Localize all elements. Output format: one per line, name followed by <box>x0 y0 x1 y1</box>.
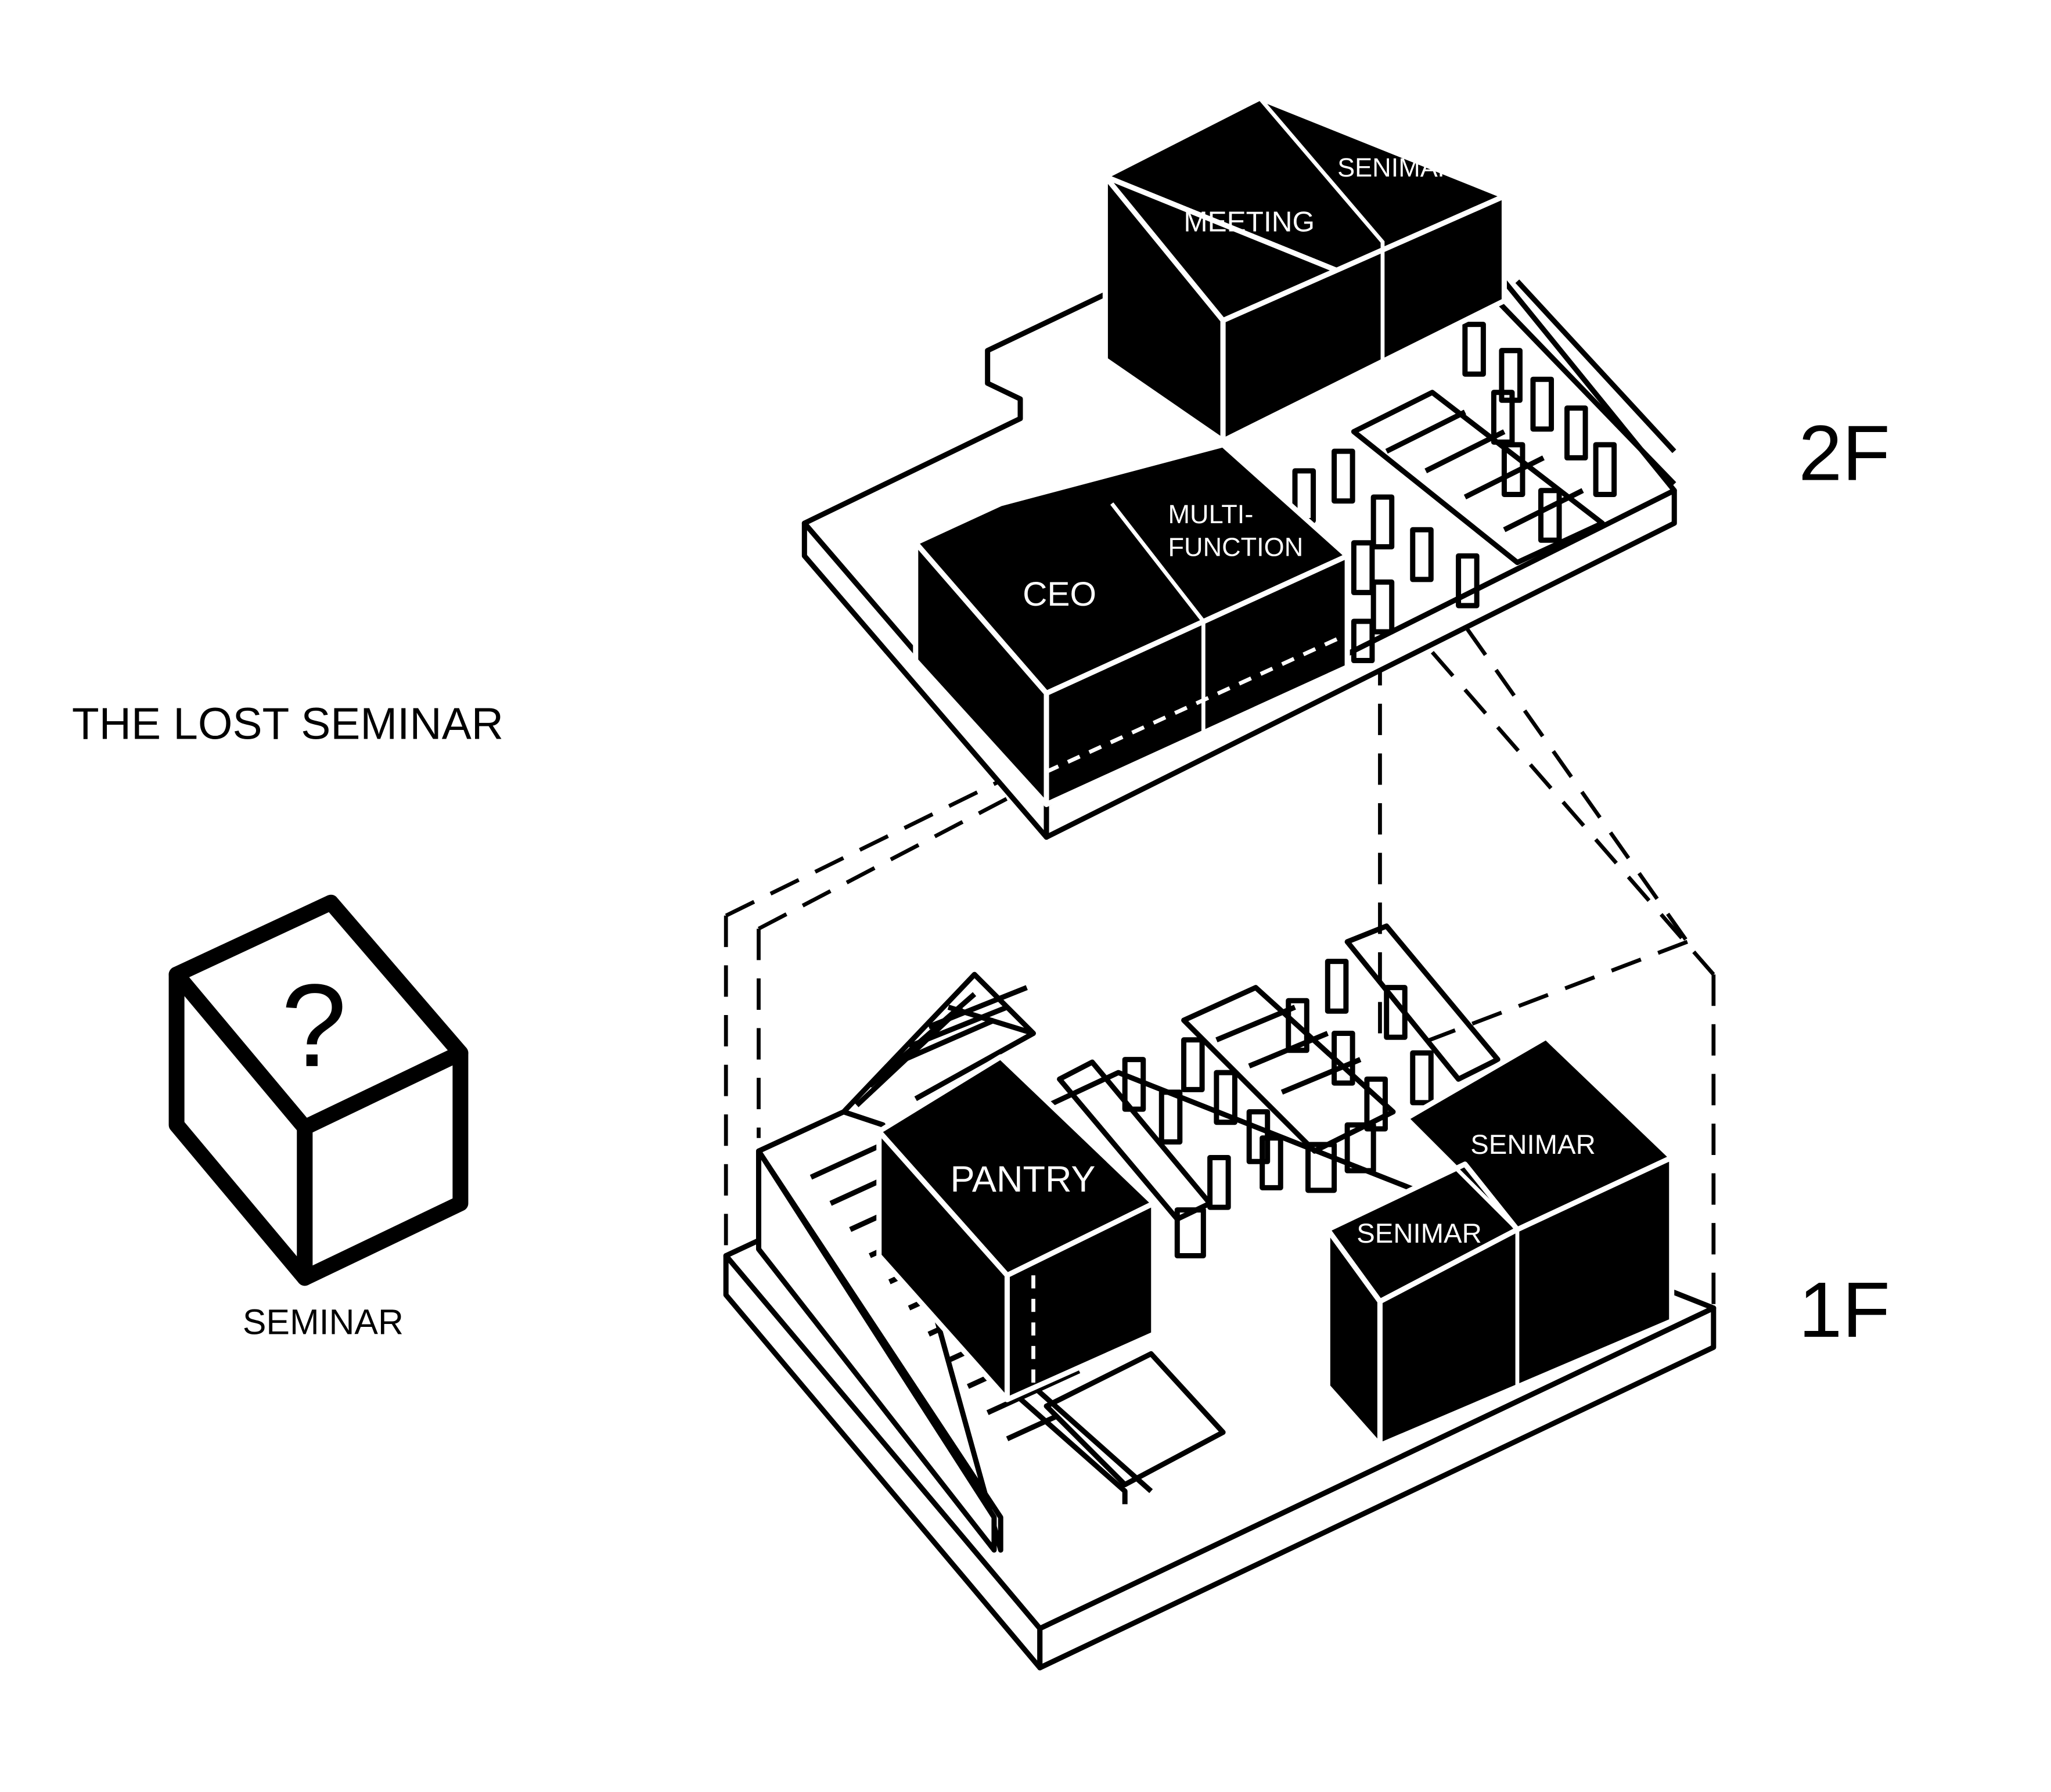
block-seminar-1f <box>1325 1034 1675 1448</box>
block-meeting-seminar <box>1102 95 1507 444</box>
floor-2f-workstations <box>1292 279 1676 664</box>
legend-question-icon: ? <box>281 959 347 1091</box>
block-ceo-multifunction <box>913 442 1350 807</box>
room-label-meeting: MEETING <box>1183 206 1315 238</box>
floor-label-1f: 1F <box>1798 1266 1890 1354</box>
room-label-ceo: CEO <box>1023 575 1096 613</box>
floor-1f-slab-front <box>1037 1305 1717 1671</box>
room-label-pantry: PANTRY <box>951 1159 1096 1200</box>
page-title: THE LOST SEMINAR <box>72 700 503 749</box>
block-pantry <box>876 1054 1157 1402</box>
room-label-multifunction-line1: MULTI- <box>1168 499 1254 529</box>
legend-caption: SEMINAR <box>243 1302 404 1342</box>
floor-2f: MEETING SENIMAR CEO MULTI- FUNCTION <box>801 95 1677 840</box>
room-label-seminar-1f-front: SENIMAR <box>1356 1218 1482 1249</box>
floor-label-2f: 2F <box>1798 409 1890 497</box>
legend-seminar-cube <box>168 894 469 1286</box>
room-label-seminar-1f-back: SENIMAR <box>1470 1129 1596 1160</box>
room-label-seminar-2f: SENIMAR <box>1337 153 1456 182</box>
floor-2f-slab-front <box>1044 488 1677 840</box>
floor-1f-workstations <box>1057 923 1501 1258</box>
room-label-multifunction-line2: FUNCTION <box>1168 532 1304 562</box>
floor-1f: PANTRY SENIMAR SENIMAR <box>723 923 1717 1671</box>
